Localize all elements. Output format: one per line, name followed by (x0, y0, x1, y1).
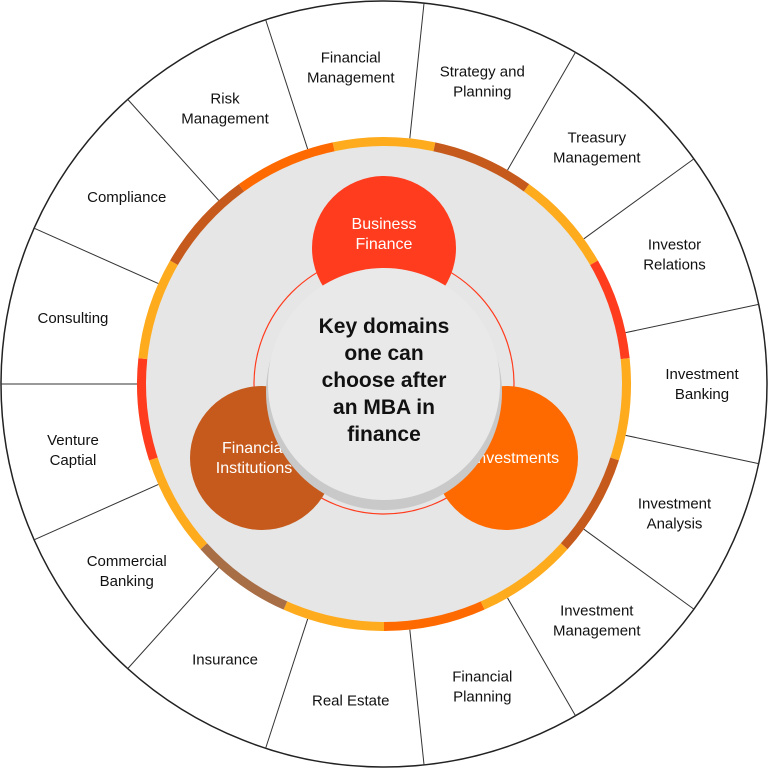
domain-label-line: Management (181, 111, 269, 128)
segment-divider (127, 99, 220, 201)
domain-label-line: Commercial (87, 553, 167, 570)
lobe-label-business-line: Finance (356, 236, 413, 253)
center-title: Key domains one can choose after an MBA in f… (319, 315, 450, 446)
domain-label-line: Investment (638, 495, 712, 512)
lobe-label-investments: Investments (473, 450, 559, 467)
domain-label-line: Real Estate (312, 692, 390, 709)
domain-label: Compliance (87, 189, 166, 206)
center-title-line: Key domains (319, 315, 450, 338)
center-title-line: choose after (322, 369, 447, 392)
domain-label-line: Financial (321, 50, 381, 67)
domain-label-line: Analysis (647, 515, 703, 532)
domain-label-line: Investor (648, 237, 701, 254)
domain-label-line: Banking (100, 573, 154, 590)
center-title-line: finance (347, 423, 421, 446)
segment-divider (265, 19, 309, 150)
domain-label-line: Management (553, 150, 641, 167)
domain-label-line: Management (553, 622, 641, 639)
domain-label-line: Relations (643, 257, 706, 274)
center-title-line: one can (344, 342, 423, 365)
domain-label-line: Financial (452, 668, 512, 685)
domain-label-line: Consulting (38, 310, 109, 327)
segment-divider (507, 597, 576, 716)
domain-label: Insurance (192, 651, 258, 668)
segment-divider (33, 227, 159, 284)
domain-label-line: Investment (560, 602, 634, 619)
lobe-label-institutions-line: Institutions (216, 460, 292, 477)
lobe-label-institutions-line: Financial (222, 440, 286, 457)
domain-label-line: Planning (453, 84, 511, 101)
domain-label-line: Strategy and (440, 64, 525, 81)
domain-label-line: Treasury (567, 130, 626, 147)
center-title-line: an MBA in (333, 396, 435, 419)
domain-label-line: Banking (675, 386, 729, 403)
segment-divider (127, 567, 220, 669)
domain-label-line: Planning (453, 688, 511, 705)
segment-divider (265, 618, 309, 749)
segment-divider (409, 3, 425, 139)
center-disc (268, 268, 500, 500)
domain-label-line: Risk (210, 91, 240, 108)
domain-label-line: Insurance (192, 651, 258, 668)
domain-label: Real Estate (312, 692, 390, 709)
lobe-label-business-line: Business (352, 216, 417, 233)
segment-divider (583, 528, 695, 610)
domain-label-line: Venture (47, 432, 99, 449)
lobe-label-investments-line: Investments (473, 450, 559, 467)
center-group: Key domains one can choose after an MBA in f… (266, 268, 502, 510)
segment-divider (625, 303, 759, 334)
segment-divider (583, 158, 695, 240)
segment-divider (409, 629, 425, 765)
domain-label-line: Management (307, 70, 395, 87)
segment-divider (507, 52, 576, 171)
domain-label-line: Compliance (87, 189, 166, 206)
segment-divider (625, 434, 759, 465)
domain-label-line: Investment (665, 366, 739, 383)
segment-divider (33, 484, 159, 541)
domain-label-line: Captial (50, 452, 97, 469)
domain-label: Consulting (38, 310, 109, 327)
